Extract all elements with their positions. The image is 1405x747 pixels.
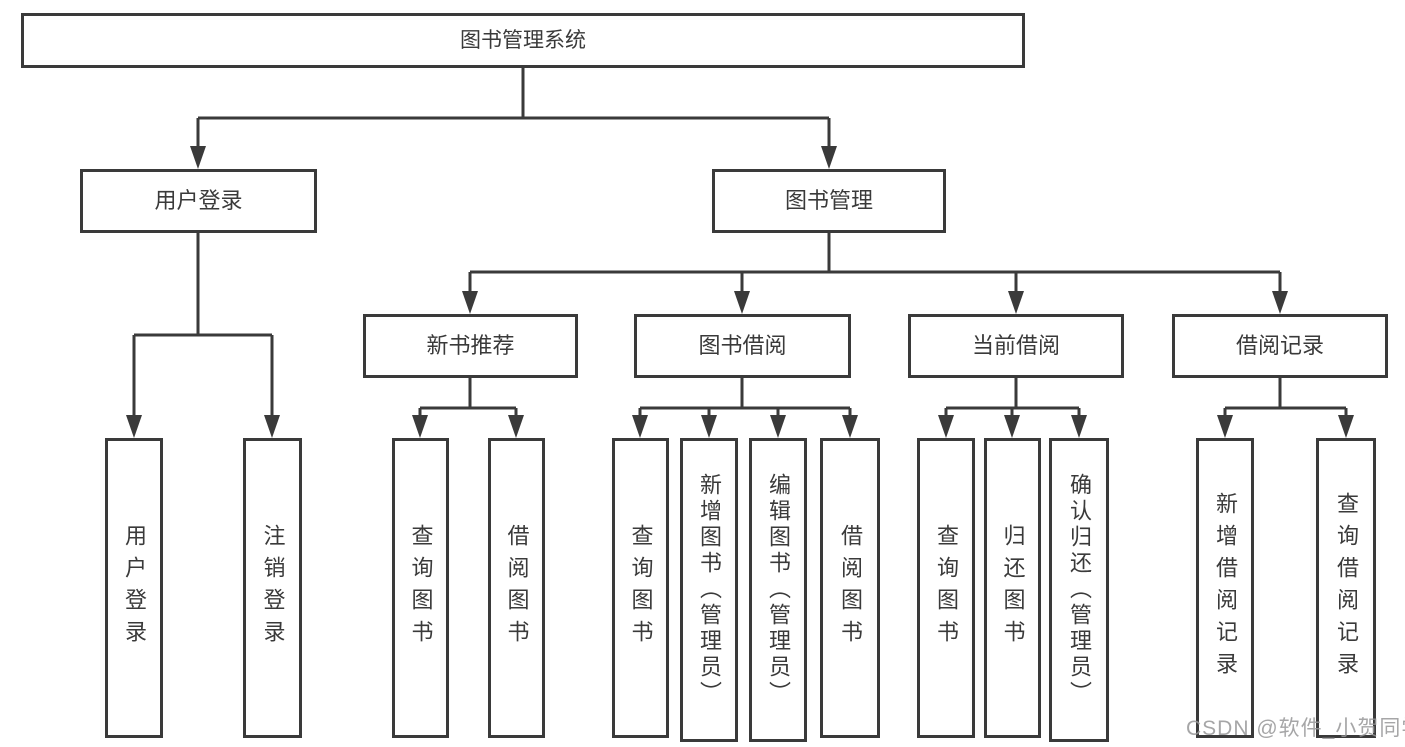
- node-book-management: 图书管理: [712, 169, 946, 233]
- leaf-logout: 注销登录: [243, 438, 302, 738]
- node-user-login: 用户登录: [80, 169, 317, 233]
- leaf-user-login: 用户登录: [105, 438, 163, 738]
- node-library-management-system: 图书管理系统: [21, 13, 1025, 68]
- csdn-watermark: CSDN @软件_小贺同学: [1186, 717, 1405, 740]
- leaf-return-books: 归还图书: [984, 438, 1041, 738]
- leaf-query-books-recommend: 查询图书: [392, 438, 449, 738]
- node-borrowing-records: 借阅记录: [1172, 314, 1388, 378]
- leaf-confirm-return-admin: 确认归还（管理员）: [1049, 438, 1109, 742]
- leaf-query-books-current: 查询图书: [917, 438, 975, 738]
- node-current-borrowing: 当前借阅: [908, 314, 1124, 378]
- leaf-borrow-books-recommend: 借阅图书: [488, 438, 545, 738]
- node-new-book-recommendation: 新书推荐: [363, 314, 578, 378]
- leaf-query-books-borrow: 查询图书: [612, 438, 669, 738]
- leaf-add-books-admin: 新增图书（管理员）: [680, 438, 738, 742]
- leaf-query-borrow-record: 查询借阅记录: [1316, 438, 1376, 738]
- leaf-edit-books-admin: 编辑图书（管理员）: [749, 438, 807, 742]
- node-book-borrowing: 图书借阅: [634, 314, 851, 378]
- leaf-borrow-books: 借阅图书: [820, 438, 880, 738]
- leaf-add-borrow-record: 新增借阅记录: [1196, 438, 1254, 738]
